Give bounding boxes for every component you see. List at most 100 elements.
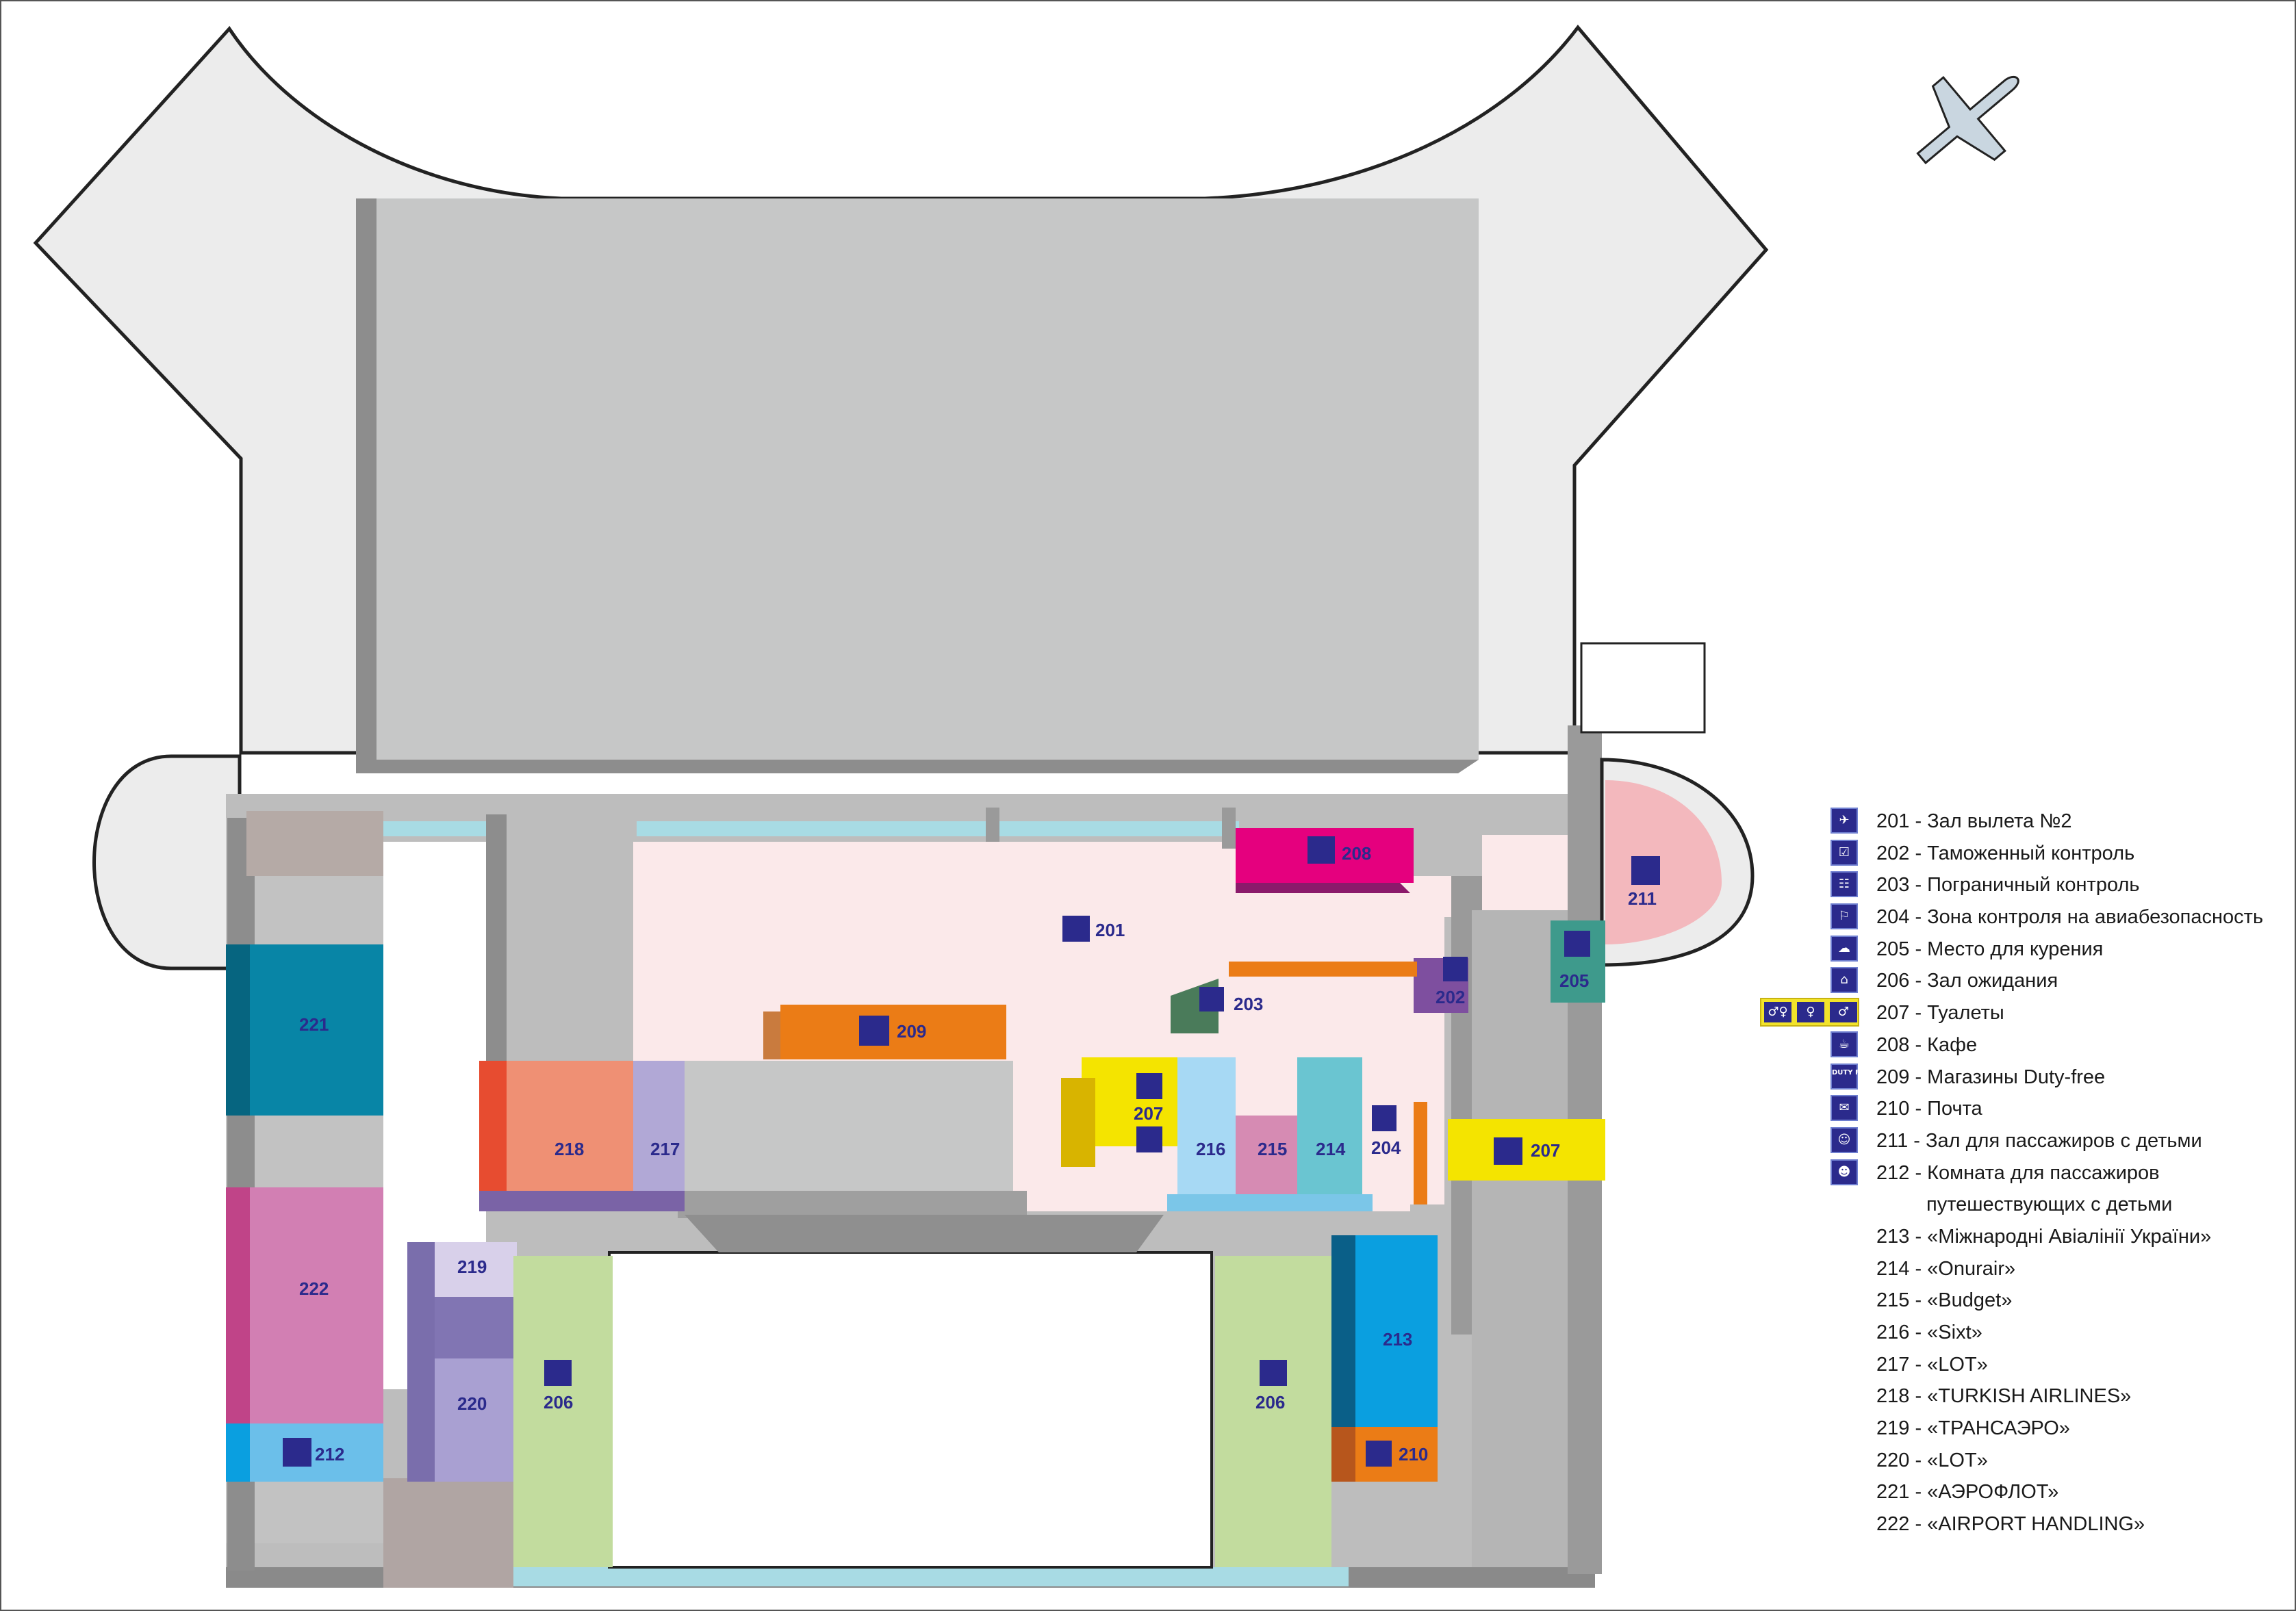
legend-item-213: 213 - «Міжнародні Авіалінії України» — [1831, 1220, 2282, 1252]
duty-free-icon — [859, 1016, 889, 1046]
label-206-right: 206 — [1255, 1392, 1285, 1413]
room-top-left — [246, 811, 383, 876]
label-201: 201 — [1095, 920, 1125, 940]
room-216 — [1177, 1057, 1236, 1204]
legend-label: 218 - «TURKISH AIRLINES» — [1876, 1385, 2132, 1408]
smoking-icon — [1564, 931, 1590, 957]
label-210: 210 — [1399, 1444, 1428, 1465]
legend-label: 212 - Комната для пассажиров — [1876, 1161, 2160, 1184]
window-strip — [493, 1567, 1349, 1586]
room-215 — [1236, 1116, 1301, 1204]
room-207-center — [1082, 1057, 1181, 1146]
label-207-right: 207 — [1531, 1140, 1560, 1161]
legend-item-222: 222 - «AIRPORT HANDLING» — [1831, 1508, 2282, 1540]
legend-item-211: ☺211 - Зал для пассажиров с детьми — [1831, 1124, 2282, 1157]
window-strip — [637, 821, 1239, 836]
label-206-left: 206 — [544, 1392, 573, 1413]
legend-item-202: ☑202 - Таможенный контроль — [1831, 837, 2282, 869]
label-212: 212 — [315, 1444, 344, 1465]
airplane-icon — [1916, 76, 2019, 165]
legend-label: 202 - Таможенный контроль — [1876, 842, 2135, 864]
label-216: 216 — [1196, 1139, 1225, 1159]
external-stairs — [1580, 642, 1706, 734]
legend-label: 215 - «Budget» — [1876, 1289, 2013, 1312]
legend-label: 204 - Зона контроля на авиабезопасность — [1876, 906, 2264, 929]
legend-item-220: 220 - «LOT» — [1831, 1444, 2282, 1476]
room-221 — [226, 944, 383, 1116]
stairs — [685, 1215, 1164, 1252]
legend-item-214: 214 - «Onurair» — [1831, 1252, 2282, 1285]
central-roof — [356, 198, 1479, 760]
window-strip — [383, 821, 486, 836]
room-222 — [226, 1187, 383, 1423]
label-222: 222 — [299, 1278, 329, 1299]
toilets-icon — [1494, 1137, 1522, 1165]
room-207-side — [1061, 1078, 1095, 1167]
room-218-side — [479, 1061, 507, 1211]
legend-label: 222 - «AIRPORT HANDLING» — [1876, 1513, 2145, 1536]
legend-item-203: ☷ 203 - Пограничный контроль — [1831, 868, 2282, 901]
label-211: 211 — [1628, 888, 1657, 909]
security-check-icon — [1372, 1105, 1396, 1131]
security-check-icon: ⚐ — [1831, 903, 1858, 930]
baby-room-icon — [283, 1438, 311, 1467]
cafe-icon — [1308, 836, 1335, 864]
smoking-icon: ☁ — [1831, 935, 1858, 962]
label-208: 208 — [1342, 843, 1371, 864]
legend-label: 207 - Туалеты — [1876, 1002, 2004, 1024]
legend-item-201: ✈201 - Зал вылета №2 — [1831, 805, 2282, 837]
legend-label: 217 - «LOT» — [1876, 1353, 1988, 1376]
legend-item-208: ☕208 - Кафе — [1831, 1029, 2282, 1061]
room-219-220-side — [407, 1242, 435, 1482]
left-core-side — [486, 814, 507, 1088]
room-213-side — [1331, 1235, 1355, 1427]
label-217: 217 — [650, 1139, 680, 1159]
label-203: 203 — [1234, 994, 1263, 1014]
legend-item-207: ♂♀♀♂207 - Туалеты — [1760, 996, 2282, 1029]
room-217 — [633, 1061, 685, 1204]
roof-edge — [356, 760, 1479, 773]
passport-control-icon — [1199, 987, 1224, 1011]
waiting-room-icon: ⌂ — [1831, 967, 1858, 994]
passport-control-icon: ☷ — [1831, 871, 1858, 898]
legend-label: 203 - Пограничный контроль — [1876, 874, 2140, 897]
legend-label: 221 - «АЭРОФЛОТ» — [1876, 1481, 2059, 1504]
gallery-edge — [678, 1191, 1027, 1218]
cafe-icon: ☕ — [1831, 1031, 1858, 1057]
label-221: 221 — [299, 1014, 329, 1035]
departure-icon: ✈ — [1831, 808, 1858, 834]
room-206-left — [513, 1256, 613, 1567]
legend-item-212b: путешествующих с детьми — [1831, 1188, 2282, 1220]
room-207-right — [1448, 1119, 1605, 1181]
room-209-side — [763, 1011, 780, 1059]
label-214: 214 — [1316, 1139, 1346, 1159]
room-212-side — [226, 1423, 250, 1482]
label-204: 204 — [1371, 1137, 1401, 1158]
mail-icon: ✉ — [1831, 1095, 1858, 1122]
room-210-side — [1331, 1427, 1355, 1482]
legend-label: 220 - «LOT» — [1876, 1449, 1988, 1471]
family-room-icon: ☺ — [1831, 1126, 1858, 1153]
legend-item-206: ⌂ 206 - Зал ожидания — [1831, 964, 2282, 996]
legend-label: 214 - «Onurair» — [1876, 1257, 2016, 1280]
waiting-room-icon — [1260, 1360, 1287, 1386]
label-219: 219 — [457, 1256, 487, 1277]
legend-item-215: 215 - «Budget» — [1831, 1284, 2282, 1316]
family-room-icon — [1631, 856, 1660, 885]
legend-label: 219 - «ТРАНСАЭРО» — [1876, 1417, 2070, 1440]
room-206-right — [1215, 1256, 1331, 1567]
label-220: 220 — [457, 1393, 487, 1414]
label-213: 213 — [1383, 1329, 1412, 1350]
legend-item-219: 219 - «ТРАНСАЭРО» — [1831, 1412, 2282, 1444]
room-214 — [1297, 1057, 1362, 1204]
orange-barrier — [1229, 962, 1417, 977]
legend-item-205: ☁205 - Место для курения — [1831, 933, 2282, 965]
roof-side — [356, 198, 377, 773]
legend-label: 206 - Зал ожидания — [1876, 970, 2058, 992]
legend-label: 216 - «Sixt» — [1876, 1322, 1982, 1343]
central-void — [608, 1251, 1213, 1569]
room-221-side — [226, 944, 250, 1116]
room-209 — [780, 1005, 1006, 1059]
